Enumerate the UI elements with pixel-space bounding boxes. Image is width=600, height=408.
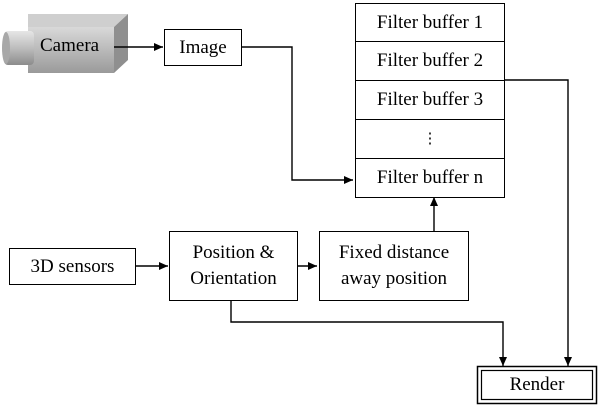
filter-buffer-3: Filter buffer 3 (355, 81, 505, 120)
filter-buffer-2: Filter buffer 2 (355, 42, 505, 81)
connectors (114, 43, 572, 366)
filter-buffer-1: Filter buffer 1 (355, 3, 505, 42)
sensors-box: 3D sensors (9, 248, 136, 285)
position-line-1: Position & (192, 242, 275, 263)
camera-icon (2, 14, 128, 73)
arrow-position-to-render (230, 301, 507, 366)
position-line-2: Orientation (190, 268, 277, 289)
fixed-distance-box: Fixed distance away position (319, 231, 469, 301)
arrow-filter-buffer-2-to-render (505, 79, 572, 366)
fixed-line-2: away position (340, 268, 448, 289)
render-label: Render (509, 374, 565, 395)
render-box-frame (476, 365, 598, 405)
arrow-image-to-filter-buffer-n (242, 46, 353, 184)
camera-label: Camera (40, 35, 100, 56)
position-orientation-box: Position & Orientation (169, 231, 298, 301)
filter-buffer-ellipsis: ⋮ (355, 120, 505, 159)
filter-buffer-n: Filter buffer n (355, 159, 505, 198)
image-box: Image (164, 29, 242, 66)
fixed-line-1: Fixed distance (338, 242, 450, 263)
